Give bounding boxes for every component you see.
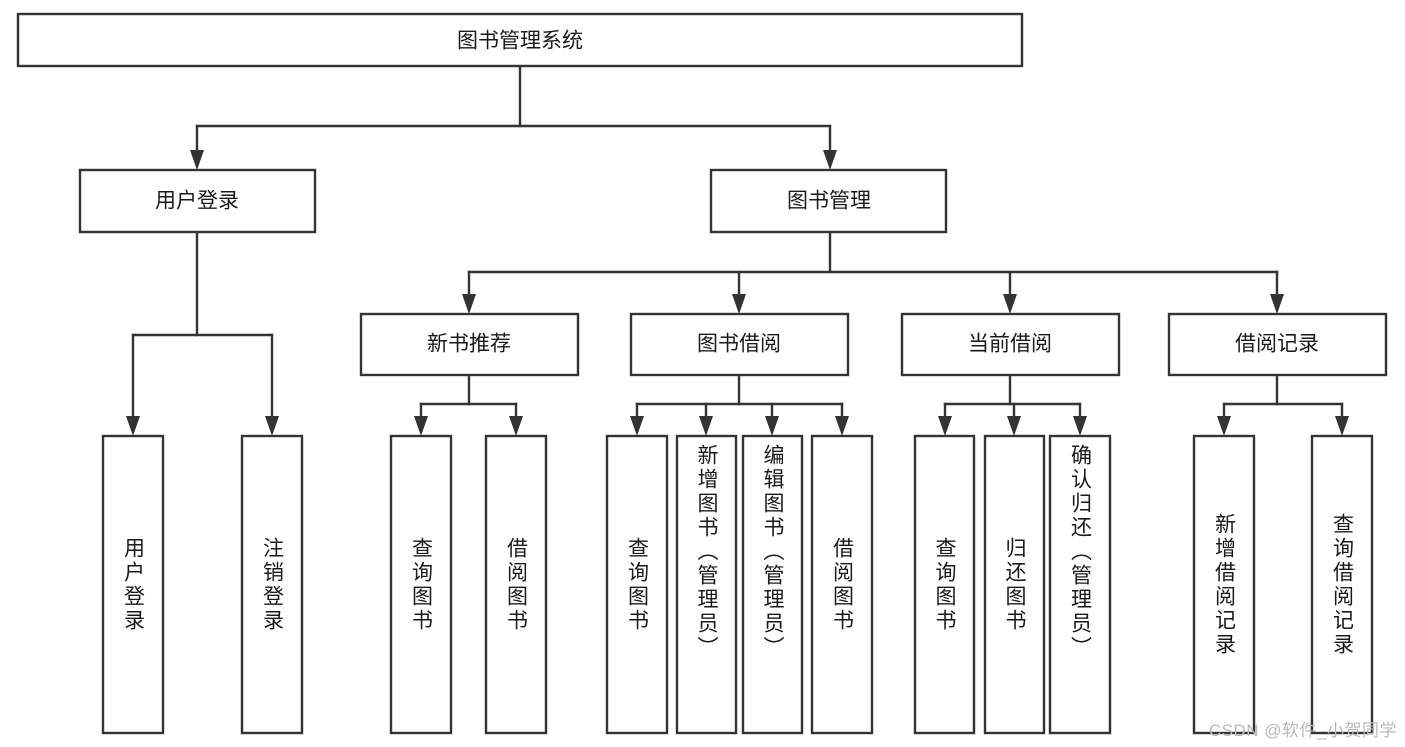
arrow-head-book-borrow-leaf-4 <box>835 416 849 436</box>
leaf-box-borrow-record-2[interactable] <box>1310 434 1374 735</box>
arrow-head-book-manage <box>823 150 837 170</box>
connector-group-borrow-record <box>1217 373 1349 436</box>
arrow-head-user-login-leaf-2 <box>265 416 279 436</box>
watermark-text: CSDN @软件_小贺同学 <box>1208 721 1397 740</box>
leaf-box-borrow-record-1[interactable] <box>1192 434 1256 735</box>
node-new-book-recommend[interactable] <box>359 312 580 377</box>
arrow-head-new-book-leaf-2 <box>509 416 523 436</box>
node-book-borrow-label: 图书借阅 <box>697 333 781 356</box>
arrow-head-borrow-record-leaf-2 <box>1335 416 1349 436</box>
node-new-book-recommend-label: 新书推荐 <box>427 333 511 356</box>
arrow-head-book-borrow-leaf-3 <box>765 416 779 436</box>
arrow-head-user-login <box>190 150 204 170</box>
arrow-head-current-borrow-leaf-3 <box>1073 416 1087 436</box>
arrow-head-new-book <box>462 294 476 314</box>
arrow-head-book-borrow-leaf-2 <box>699 416 713 436</box>
node-book-management-label: 图书管理 <box>787 190 871 213</box>
node-root-book-management-system[interactable] <box>16 12 1024 68</box>
leaf-box-user-login-1[interactable] <box>101 434 165 735</box>
connector-group-book-manage <box>462 230 1284 314</box>
leaf-box-book-borrow-1[interactable] <box>605 434 669 735</box>
connector-group-user-login <box>126 230 279 436</box>
node-user-login[interactable] <box>78 168 317 234</box>
arrow-head-borrow-record <box>1270 294 1284 314</box>
node-root-label: 图书管理系统 <box>457 30 583 53</box>
arrow-head-new-book-leaf-1 <box>414 416 428 436</box>
connector-group-current-borrow <box>938 373 1087 436</box>
leaf-box-book-borrow-4[interactable] <box>810 434 874 735</box>
leaf-box-user-login-2[interactable] <box>240 434 304 735</box>
leaf-box-book-borrow-3[interactable] <box>741 434 804 735</box>
arrow-head-current-borrow <box>1003 294 1017 314</box>
arrow-head-borrow-record-leaf-1 <box>1217 416 1231 436</box>
node-current-borrow-label: 当前借阅 <box>968 333 1052 356</box>
connector-group-root <box>190 64 837 170</box>
connector-group-new-book <box>414 373 523 436</box>
arrow-head-book-borrow <box>732 294 746 314</box>
leaf-box-current-borrow-3[interactable] <box>1048 434 1112 735</box>
leaf-box-new-book-1[interactable] <box>389 434 453 735</box>
leaf-box-current-borrow-1[interactable] <box>913 434 976 735</box>
node-book-borrow[interactable] <box>629 312 850 377</box>
node-current-borrow[interactable] <box>900 312 1121 377</box>
arrow-head-book-borrow-leaf-1 <box>630 416 644 436</box>
leaf-box-new-book-2[interactable] <box>484 434 548 735</box>
arrow-head-current-borrow-leaf-2 <box>1007 416 1021 436</box>
leaf-box-book-borrow-2[interactable] <box>675 434 738 735</box>
connector-group-book-borrow <box>630 373 849 436</box>
leaf-box-current-borrow-2[interactable] <box>983 434 1046 735</box>
node-borrow-record-label: 借阅记录 <box>1235 333 1319 356</box>
node-borrow-record[interactable] <box>1167 312 1388 377</box>
node-user-login-label: 用户登录 <box>155 190 239 213</box>
arrow-head-user-login-leaf-1 <box>126 416 140 436</box>
arrow-head-current-borrow-leaf-1 <box>938 416 952 436</box>
node-book-management[interactable] <box>709 168 948 234</box>
